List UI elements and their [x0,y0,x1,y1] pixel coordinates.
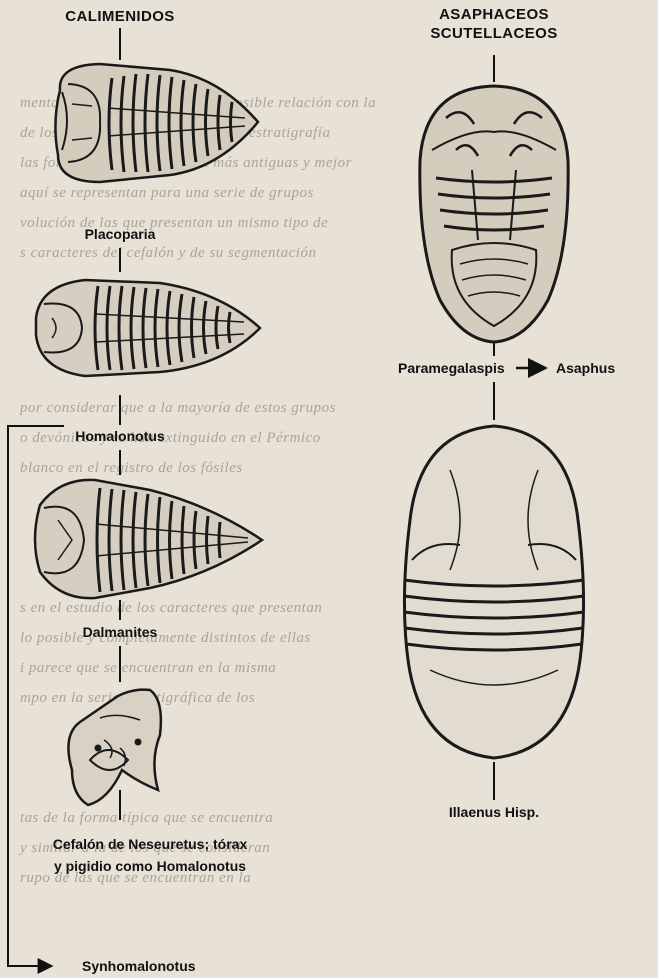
dalmanites-fossil-drawing [35,480,262,598]
homalonotus-fossil-drawing [36,280,260,376]
heading-calimenidos: CALIMENIDOS [65,8,174,25]
label-synhomalonotus: Synhomalonotus [82,958,196,974]
illaenus-fossil-drawing [404,426,584,758]
paramegalaspis-fossil-drawing [420,86,568,342]
heading-asaphaceos: ASAPHACEOS [439,6,549,23]
label-illaenus: Illaenus Hisp. [449,804,539,820]
neseuretus-cephalon-drawing [68,690,160,805]
label-placoparia: Placoparia [85,226,156,242]
label-asaphus: Asaphus [556,360,615,376]
placoparia-fossil-drawing [55,64,258,182]
label-dalmanites: Dalmanites [83,624,158,640]
label-paramegalaspis: Paramegalaspis [398,360,505,376]
heading-scutellaceos: SCUTELLACEOS [430,25,557,42]
label-neseuretus-line1: Cefalón de Neseuretus; tórax [53,836,248,852]
label-neseuretus-line2: y pigidio como Homalonotus [54,858,246,874]
label-homalonotus: Homalonotus [75,428,164,444]
